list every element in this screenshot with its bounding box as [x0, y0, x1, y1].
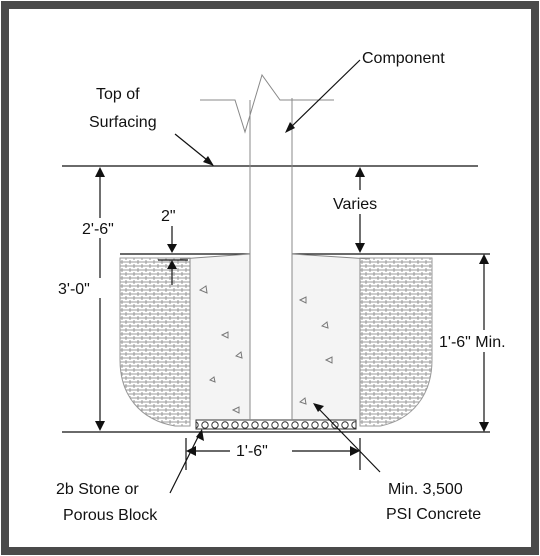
label-concrete-line2: PSI Concrete — [386, 506, 481, 523]
label-dim-3ft0: 3'-0" — [58, 281, 90, 298]
label-top-of-surfacing-line1: Top of — [96, 86, 140, 103]
concrete-leader — [316, 406, 381, 473]
footing-top-right — [291, 253, 371, 260]
label-dim-1ft6: 1'-6" — [236, 443, 268, 460]
label-dim-2in: 2" — [161, 208, 176, 225]
stone-leader — [169, 432, 201, 494]
label-varies: Varies — [333, 196, 377, 213]
component-post — [200, 73, 334, 420]
concrete-aggregate — [198, 285, 333, 414]
soil-right — [359, 257, 433, 427]
label-component: Component — [362, 50, 445, 67]
label-dim-1ft6-min: 1'-6" Min. — [439, 334, 506, 351]
component-leader — [287, 59, 361, 131]
label-concrete-line1: Min. 3,500 — [388, 481, 463, 498]
label-top-of-surfacing-line2: Surfacing — [89, 114, 157, 131]
concrete-footing — [190, 254, 360, 420]
footing-top-left — [179, 253, 251, 260]
label-stone-line2: Porous Block — [63, 507, 158, 524]
stone-arrowhead — [196, 429, 204, 441]
label-stone-line1: 2b Stone or — [56, 481, 139, 498]
concrete-arrowhead — [313, 403, 324, 412]
soil-left — [119, 257, 191, 427]
component-arrowhead — [285, 122, 295, 133]
stone-base — [195, 419, 357, 430]
surfacing-arrowhead — [203, 156, 214, 166]
label-dim-2ft6: 2'-6" — [82, 221, 114, 238]
